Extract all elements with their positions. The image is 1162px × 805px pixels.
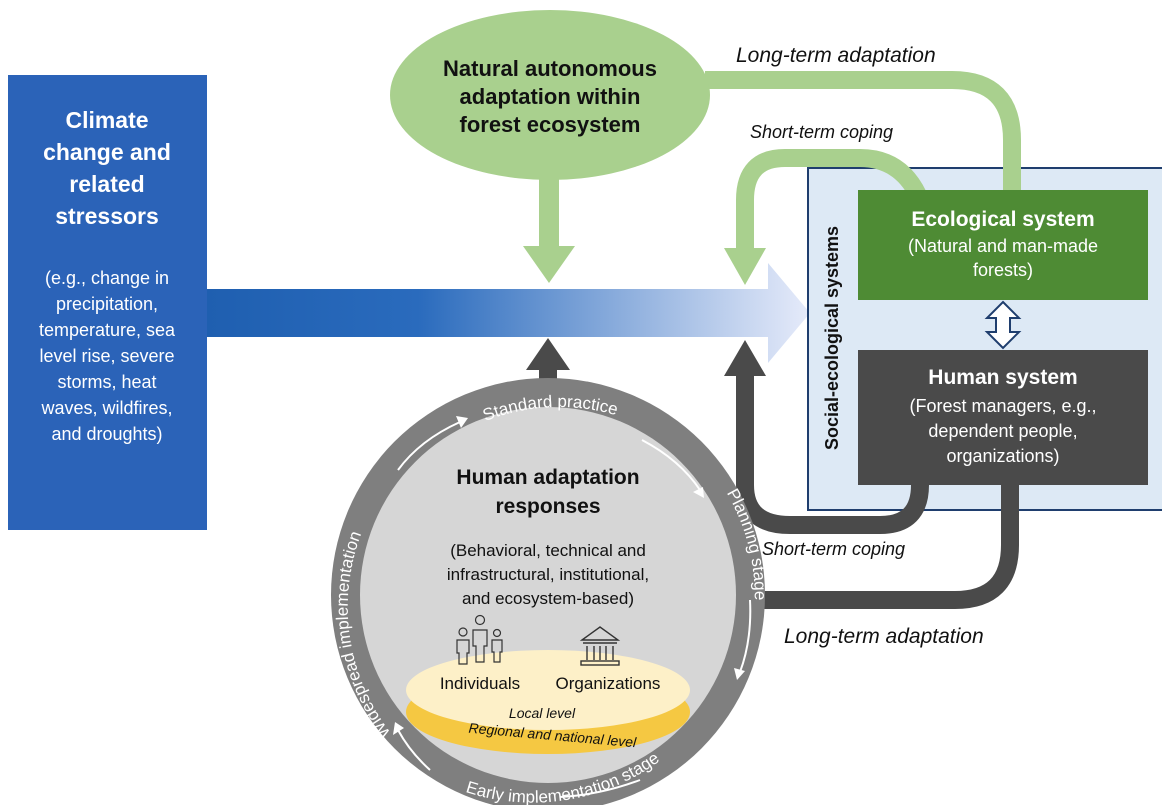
ecological-title: Ecological system bbox=[911, 208, 1094, 231]
ring-arrows bbox=[397, 421, 752, 798]
human-adaptation-desc-3: and ecosystem-based) bbox=[462, 589, 634, 608]
climate-box bbox=[8, 75, 207, 530]
svg-text:adaptation within: adaptation within bbox=[460, 84, 641, 109]
human-adaptation-desc-2: infrastructural, institutional, bbox=[447, 565, 649, 584]
ecological-system-box bbox=[858, 190, 1148, 300]
svg-text:related: related bbox=[69, 171, 144, 197]
svg-text:forest ecosystem: forest ecosystem bbox=[460, 112, 641, 137]
short-term-top-loop bbox=[736, 149, 927, 250]
svg-text:Natural autonomous: Natural autonomous bbox=[443, 56, 657, 81]
organizations-label: Organizations bbox=[556, 674, 661, 693]
svg-text:stressors: stressors bbox=[55, 203, 159, 229]
svg-text:(e.g., change in: (e.g., change in bbox=[45, 268, 169, 288]
svg-text:Climate: Climate bbox=[65, 107, 148, 133]
long-term-bottom-loop bbox=[740, 485, 1019, 609]
human-system-box bbox=[858, 350, 1148, 485]
human-up-arrow-head bbox=[526, 338, 570, 370]
svg-text:and droughts): and droughts) bbox=[51, 424, 162, 444]
natural-adaptation-ellipse bbox=[390, 10, 710, 180]
climate-title: Climate change and related stressors bbox=[43, 107, 171, 229]
svg-text:change and: change and bbox=[43, 139, 171, 165]
short-term-top-label: Short-term coping bbox=[750, 122, 893, 142]
ring-arrowheads bbox=[393, 416, 745, 735]
local-level-ellipse bbox=[406, 650, 690, 730]
human-title: Human system bbox=[928, 366, 1077, 389]
natural-adaptation-text: Natural autonomous adaptation within for… bbox=[443, 56, 657, 137]
individuals-label: Individuals bbox=[440, 674, 520, 693]
long-term-top-loop bbox=[705, 71, 1021, 195]
human-adaptation-desc-1: (Behavioral, technical and bbox=[450, 541, 646, 560]
human-adaptation-title-1: Human adaptation bbox=[456, 466, 639, 489]
local-level-label: Local level bbox=[509, 705, 576, 721]
svg-text:waves, wildfires,: waves, wildfires, bbox=[40, 398, 172, 418]
natural-down-arrow-head bbox=[523, 246, 575, 283]
svg-text:temperature, sea: temperature, sea bbox=[39, 320, 176, 340]
long-term-top-label: Long-term adaptation bbox=[736, 44, 936, 67]
ses-vertical-label: Social-ecological systems bbox=[822, 226, 842, 450]
double-arrow bbox=[984, 300, 1022, 350]
long-term-bottom-label: Long-term adaptation bbox=[784, 625, 984, 648]
human-adaptation-title-2: responses bbox=[495, 495, 600, 518]
human-desc-2: dependent people, bbox=[928, 421, 1077, 441]
short-term-bottom-label: Short-term coping bbox=[762, 539, 905, 559]
short-term-bottom-loop bbox=[736, 375, 929, 534]
svg-text:level rise, severe: level rise, severe bbox=[39, 346, 174, 366]
svg-text:precipitation,: precipitation, bbox=[56, 294, 158, 314]
main-gradient-arrow bbox=[207, 263, 810, 363]
short-term-top-arrowhead bbox=[724, 248, 766, 285]
people-icon bbox=[456, 614, 503, 665]
ecological-desc-2: forests) bbox=[973, 260, 1033, 280]
human-desc-3: organizations) bbox=[946, 446, 1059, 466]
building-icon bbox=[579, 626, 621, 666]
climate-examples: (e.g., change in precipitation, temperat… bbox=[39, 268, 176, 444]
human-desc-1: (Forest managers, e.g., bbox=[909, 396, 1096, 416]
natural-down-arrow-shaft bbox=[539, 178, 559, 248]
short-term-bottom-arrowhead bbox=[724, 340, 766, 376]
ecological-desc-1: (Natural and man-made bbox=[908, 236, 1098, 256]
svg-text:storms, heat: storms, heat bbox=[57, 372, 156, 392]
